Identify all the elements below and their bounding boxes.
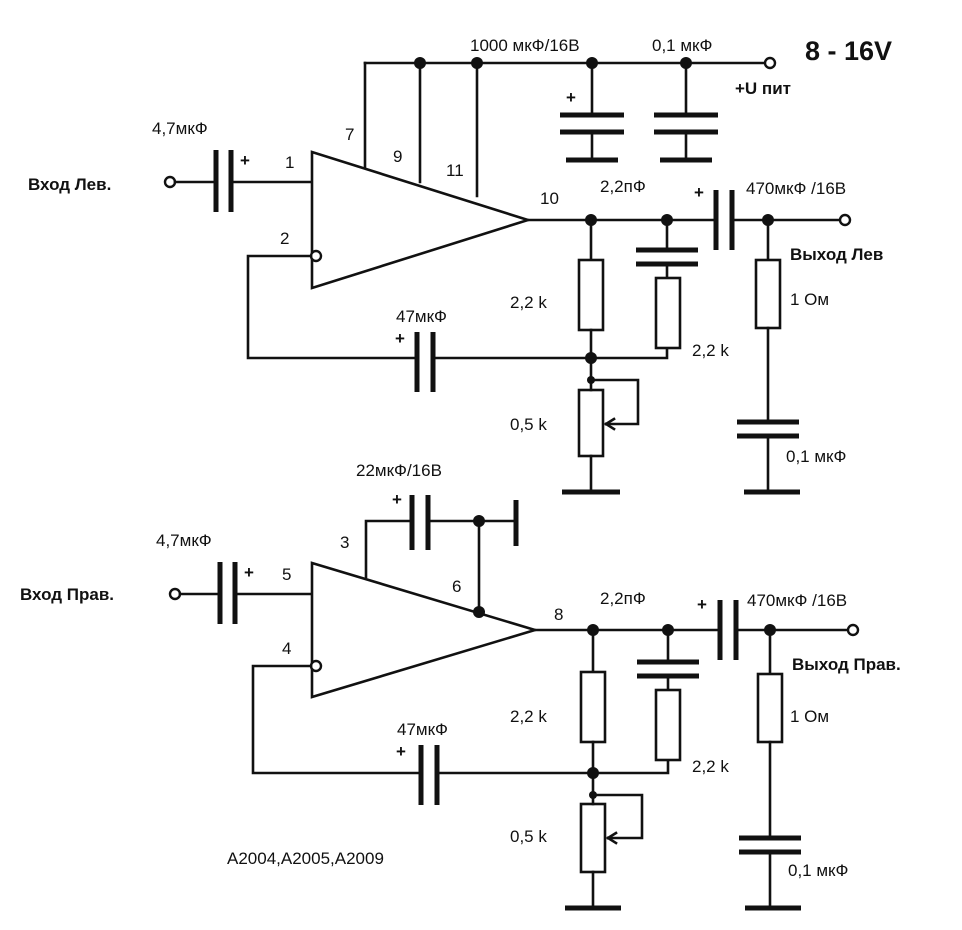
chip-models: A2004,A2005,A2009: [227, 849, 384, 868]
right-cin-plus: +: [244, 563, 254, 582]
right-cout-label: 470мкФ /16В: [747, 591, 847, 610]
right-input-terminal: [168, 587, 182, 601]
left-pin-out: 10: [540, 189, 559, 208]
right-amplifier: [310, 561, 540, 699]
right-rfb: [579, 670, 607, 744]
right-output-label: Выход Прав.: [792, 655, 901, 674]
left-output-terminal: [838, 213, 852, 227]
right-rload: [756, 672, 784, 744]
supply-rail-label: +U пит: [735, 79, 791, 98]
right-output-terminal: [846, 623, 860, 637]
supply-voltage: 8 - 16V: [805, 36, 892, 66]
left-pin-11: 11: [446, 161, 464, 180]
left-rfb: [577, 258, 605, 332]
right-rcomp: [654, 688, 682, 762]
bulk-cap-label: 1000 мкФ/16В: [470, 36, 580, 55]
left-rload: [754, 258, 782, 330]
bulk-cap-plus: +: [566, 88, 576, 107]
right-cboot-label: 22мкФ/16В: [356, 461, 442, 480]
left-input-terminal: [163, 175, 177, 189]
right-input-label: Вход Прав.: [20, 585, 114, 604]
right-rfb-label: 2,2 k: [510, 707, 547, 726]
power-rail: [363, 56, 777, 198]
left-cload-label: 0,1 мкФ: [786, 447, 846, 466]
bulk-capacitor: +: [560, 61, 624, 163]
left-pin-in: 1: [285, 153, 294, 172]
left-cin-label: 4,7мкФ: [152, 119, 208, 138]
right-cin-label: 4,7мкФ: [156, 531, 212, 550]
left-cout-label: 470мкФ /16В: [746, 179, 846, 198]
left-amplifier: [310, 150, 533, 290]
right-cboot-plus: +: [392, 490, 402, 509]
right-ccomp-label: 2,2пФ: [600, 589, 646, 608]
bypass-capacitor: [654, 61, 718, 163]
left-pot-label: 0,5 k: [510, 415, 547, 434]
left-ccomp-label: 2,2пФ: [600, 177, 646, 196]
left-pin-7: 7: [345, 125, 354, 144]
right-pot: [579, 802, 607, 874]
right-cfb-label: 47мкФ: [397, 720, 448, 739]
left-pin-fb: 2: [280, 229, 289, 248]
left-cin-plus: +: [240, 151, 250, 170]
right-rload-label: 1 Ом: [790, 707, 829, 726]
right-cload-label: 0,1 мкФ: [788, 861, 848, 880]
left-rfb-label: 2,2 k: [510, 293, 547, 312]
left-output-label: Выход Лев: [790, 245, 883, 264]
right-cfb-plus: +: [396, 742, 406, 761]
left-input-label: Вход Лев.: [28, 175, 111, 194]
left-rcomp: [654, 276, 682, 350]
left-pot: [577, 388, 605, 458]
right-pin-in: 5: [282, 565, 291, 584]
left-cout-plus: +: [694, 183, 704, 202]
left-rload-label: 1 Ом: [790, 290, 829, 309]
supply-terminal: [763, 56, 777, 70]
right-rcomp-label: 2,2 k: [692, 757, 729, 776]
left-cfb-label: 47мкФ: [396, 307, 447, 326]
right-pin-3: 3: [340, 533, 349, 552]
left-pin-9: 9: [393, 147, 402, 166]
right-pin-6: 6: [452, 577, 461, 596]
left-cfb-plus: +: [395, 329, 405, 348]
right-pot-label: 0,5 k: [510, 827, 547, 846]
right-pin-out: 8: [554, 605, 563, 624]
right-channel: Вход Прав. 4,7мкФ + 5 4 3 6 8 22мкФ/16В …: [20, 461, 901, 911]
left-channel: Вход Лев. 4,7мкФ + 1 2 7 9 11 10 47мкФ +…: [28, 119, 883, 495]
bypass-cap-label: 0,1 мкФ: [652, 36, 712, 55]
right-pin-fb: 4: [282, 639, 291, 658]
left-rcomp-label: 2,2 k: [692, 341, 729, 360]
right-cout-plus: +: [697, 595, 707, 614]
